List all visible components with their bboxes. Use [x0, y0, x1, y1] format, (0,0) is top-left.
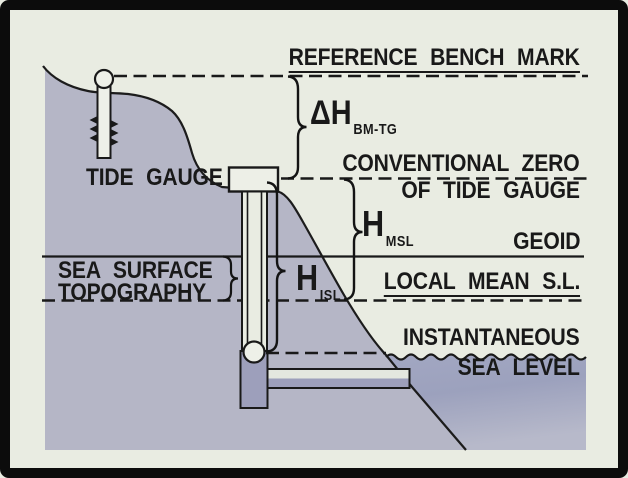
tide-gauge-house [227, 166, 280, 193]
h-isl-symbol: H [296, 257, 319, 298]
sea-level-label: SEA LEVEL [457, 354, 580, 381]
reference-bench-mark-label: REFERENCE BENCH MARK [288, 44, 580, 73]
local-mean-sl-label: LOCAL MEAN S.L. [383, 268, 580, 297]
intake-pipe [266, 368, 411, 389]
topography-label: TOPOGRAPHY [58, 279, 207, 306]
geoid-label: GEOID [512, 228, 580, 255]
tide-gauge-label: TIDE GAUGE [86, 164, 223, 191]
sea-shape [386, 354, 586, 450]
h-msl-symbol: H [362, 203, 385, 244]
instantaneous-label: INSTANTANEOUS [403, 324, 581, 351]
delta-h-subscript: BM-TG [353, 121, 398, 138]
delta-h-symbol: ΔH [310, 94, 352, 132]
stilling-well [241, 190, 268, 354]
conventional-zero-label: CONVENTIONAL ZERO [342, 150, 580, 177]
brace-h-msl [343, 178, 363, 301]
h-isl-subscript: ISL [319, 287, 341, 304]
h-msl-subscript: MSL [385, 233, 414, 250]
bench-mark-head [93, 68, 115, 90]
sea-surface-wavy-line [385, 353, 587, 361]
brace-sea-surface-topography [222, 255, 239, 302]
of-tide-gauge-label: OF TIDE GAUGE [401, 177, 581, 204]
brace-delta-h [287, 75, 307, 180]
brace-h-isl [266, 181, 286, 353]
bench-mark-marker [89, 68, 119, 159]
float [242, 340, 266, 364]
sea-surface-label: SEA SURFACE [58, 257, 213, 284]
